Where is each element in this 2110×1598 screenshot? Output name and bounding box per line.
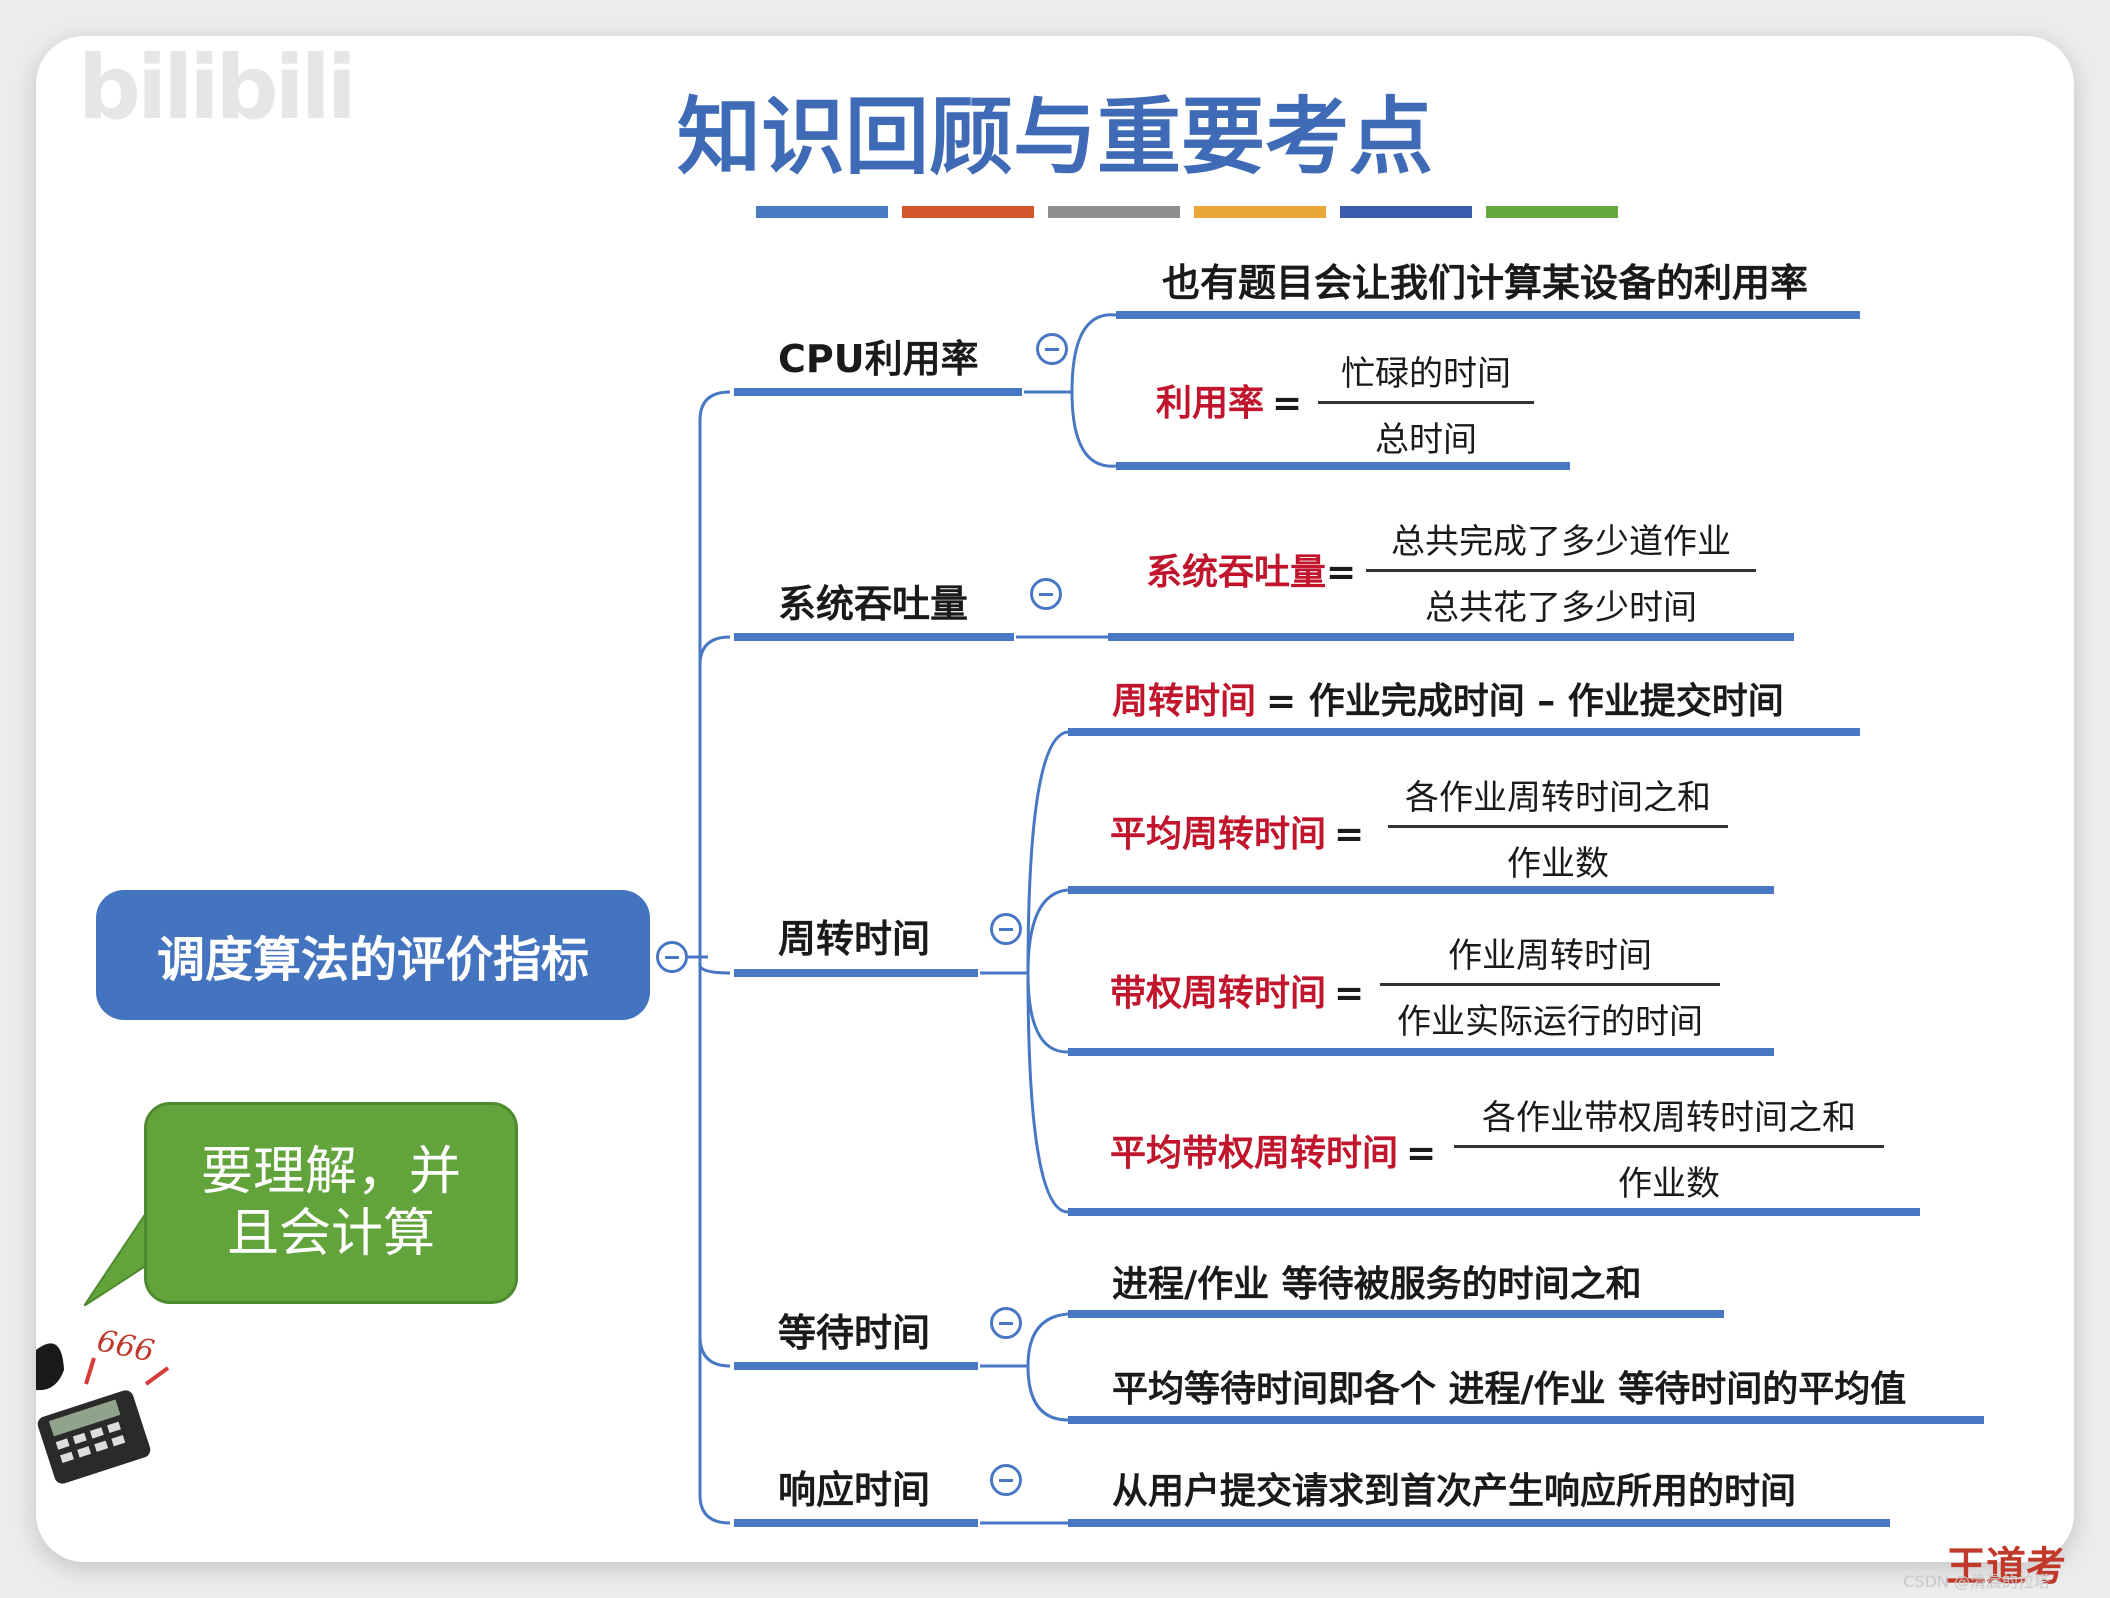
avg-weighted-turnaround-numerator: 各作业带权周转时间之和 <box>1482 1098 1856 1138</box>
slide-card <box>36 36 2074 1562</box>
page-title: 知识回顾与重要考点 <box>676 87 1433 186</box>
branch-turnaround-label: 周转时间 <box>778 917 931 961</box>
root-node[interactable]: 调度算法的评价指标 <box>96 890 650 1020</box>
waiting-collapse-button[interactable] <box>990 1307 1022 1339</box>
speech-bubble: 要理解，并 且会计算 <box>144 1102 518 1304</box>
bubble-line-1: 要理解，并 <box>200 1142 461 1202</box>
red-mark <box>144 1366 170 1386</box>
turnaround-connector <box>1026 972 1069 1214</box>
branch-waiting-label: 等待时间 <box>778 1311 931 1355</box>
color-segment <box>1048 206 1180 218</box>
trunk-joint <box>698 635 731 666</box>
waiting-item1: 进程/作业 等待被服务的时间之和 <box>1112 1264 1642 1305</box>
weighted-turnaround-fraction: 作业周转时间 作业实际运行的时间 <box>1380 928 1720 1043</box>
red-mark <box>84 1357 96 1385</box>
bubble-line-2: 且会计算 <box>226 1204 435 1264</box>
turnaround-collapse-button[interactable] <box>990 913 1022 945</box>
minus-icon <box>999 1478 1013 1482</box>
response-collapse-button[interactable] <box>990 1464 1022 1496</box>
calculator-illustration: 666 <box>36 1323 170 1484</box>
minus-icon <box>1045 347 1059 351</box>
throughput-fraction: 总共完成了多少道作业 总共花了多少时间 <box>1366 514 1756 629</box>
avg-turnaround-fraction: 各作业周转时间之和 作业数 <box>1388 770 1728 885</box>
minus-icon <box>999 1321 1013 1325</box>
branch-throughput-label: 系统吞吐量 <box>778 582 969 626</box>
calculator-screen <box>48 1399 121 1437</box>
color-segment <box>756 206 888 218</box>
color-segment <box>1194 206 1326 218</box>
cpu-formula-lhs: 利用率= <box>1156 383 1303 424</box>
waiting-connector <box>1026 1365 1069 1422</box>
main-trunk <box>698 390 731 1525</box>
weighted-turnaround-numerator: 作业周转时间 <box>1448 936 1652 976</box>
turnaround-connector <box>1026 888 1069 974</box>
weighted-turnaround-denominator: 作业实际运行的时间 <box>1397 1002 1703 1042</box>
turnaround-definition: 周转时间= 作业完成时间 – 作业提交时间 <box>1112 681 1784 722</box>
cpu-connector <box>1024 313 1117 394</box>
cpu-connector <box>1070 391 1117 468</box>
avg-weighted-turnaround-lhs: 平均带权周转时间= <box>1110 1133 1437 1174</box>
hand-shape <box>36 1343 64 1391</box>
avg-turnaround-lhs: 平均周转时间= <box>1110 814 1365 855</box>
throughput-formula-lhs: 系统吞吐量= <box>1146 552 1357 593</box>
bilibili-watermark: bilibili <box>78 36 357 139</box>
branch-response-label: 响应时间 <box>778 1468 931 1512</box>
weighted-turnaround-lhs: 带权周转时间= <box>1110 973 1365 1014</box>
publisher-watermark: 王道考 <box>1946 1544 2066 1590</box>
color-segment <box>902 206 1034 218</box>
cpu-denominator: 总时间 <box>1375 420 1477 460</box>
trunk-joint <box>698 964 731 975</box>
minus-icon <box>999 927 1013 931</box>
branch-cpu-label: CPU利用率 <box>778 337 979 381</box>
avg-turnaround-denominator: 作业数 <box>1507 844 1609 884</box>
waiting-connector <box>980 1312 1069 1368</box>
title-color-bar <box>756 206 1618 218</box>
throughput-numerator: 总共完成了多少道作业 <box>1391 522 1731 562</box>
color-segment <box>1486 206 1618 218</box>
cpu-collapse-button[interactable] <box>1036 333 1068 365</box>
throughput-collapse-button[interactable] <box>1030 578 1062 610</box>
turnaround-connector <box>980 730 1069 975</box>
minus-icon <box>1039 592 1053 596</box>
turnaround-connector <box>1026 972 1069 1054</box>
cpu-fraction: 忙碌的时间 总时间 <box>1318 346 1534 461</box>
color-segment <box>1340 206 1472 218</box>
minus-icon <box>665 955 679 959</box>
cpu-numerator: 忙碌的时间 <box>1341 354 1511 394</box>
response-item1: 从用户提交请求到首次产生响应所用的时间 <box>1112 1471 1797 1512</box>
waiting-item2: 平均等待时间即各个 进程/作业 等待时间的平均值 <box>1112 1369 1907 1410</box>
avg-weighted-turnaround-fraction: 各作业带权周转时间之和 作业数 <box>1454 1090 1884 1205</box>
root-collapse-button[interactable] <box>656 941 688 973</box>
csdn-watermark: CSDN @清晨的拉塔 <box>1903 1572 2050 1591</box>
avg-turnaround-numerator: 各作业周转时间之和 <box>1405 778 1711 818</box>
throughput-denominator: 总共花了多少时间 <box>1425 588 1697 628</box>
cpu-note: 也有题目会让我们计算某设备的利用率 <box>1162 261 1809 305</box>
calculator-note: 666 <box>94 1323 157 1369</box>
avg-weighted-turnaround-denominator: 作业数 <box>1618 1164 1720 1204</box>
trunk-joint <box>698 1335 731 1368</box>
